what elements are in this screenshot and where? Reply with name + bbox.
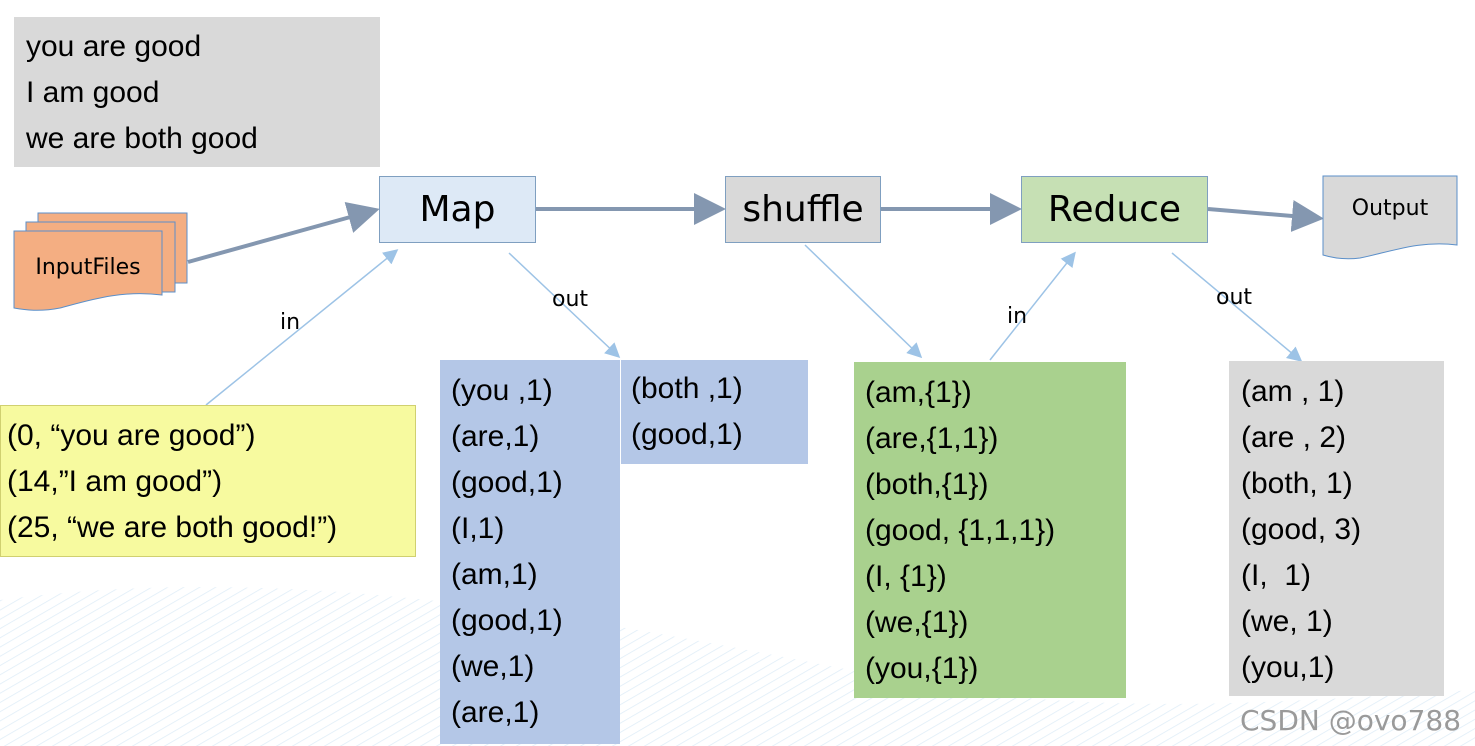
map-output-line: (you ,1) <box>451 374 553 407</box>
map-output-line: (good,1) <box>451 604 563 637</box>
map-output-line: (I,1) <box>451 512 505 545</box>
map-input-line: (0, “you are good”) <box>7 419 256 452</box>
reduce-output-line: (are , 2) <box>1241 421 1347 454</box>
map-in-label: in <box>280 310 301 335</box>
reduce-out-label: out <box>1216 285 1253 310</box>
shuffle-output-line: (I, {1}) <box>865 560 947 593</box>
map-input-line: (25, “we are both good!”) <box>7 511 338 544</box>
map-output-line: (both ,1) <box>631 372 743 405</box>
input-line: you are good <box>26 30 202 63</box>
input-text-box: you are good I am good we are both good <box>14 17 380 167</box>
shuffle-output-line: (you,{1}) <box>865 652 979 685</box>
map-output-line: (are,1) <box>451 696 540 729</box>
shuffle-node: shuffle <box>725 176 881 243</box>
input-line: we are both good <box>26 122 258 155</box>
map-input-line: (14,”I am good”) <box>7 465 223 498</box>
reduce-output-line: (am , 1) <box>1241 375 1345 408</box>
map-node: Map <box>379 176 536 243</box>
reduce-output-box: (am , 1) (are , 2) (both, 1) (good, 3) (I, 1… <box>1229 361 1444 696</box>
map-output-line: (good,1) <box>631 418 743 451</box>
map-output-line: (we,1) <box>451 650 535 683</box>
arrow-reduce-in <box>989 251 1076 361</box>
shuffle-output-box: (am,{1}) (are,{1,1}) (both,{1}) (good, {1,1… <box>854 362 1126 698</box>
map-output-line: (are,1) <box>451 420 540 453</box>
shuffle-output-line: (am,{1}) <box>865 376 972 409</box>
input-files-icon <box>13 212 188 311</box>
arrow-inputfiles-map <box>187 201 380 264</box>
input-line: I am good <box>26 76 160 109</box>
map-output-column-2: (both ,1) (good,1) <box>620 360 808 464</box>
reduce-output-line: (we, 1) <box>1241 605 1333 638</box>
input-files-label: InputFiles <box>35 255 141 280</box>
map-output-column-1: (you ,1) (are,1) (good,1) (I,1) (am,1) (good,… <box>440 360 620 744</box>
reduce-output-line: (I, 1) <box>1241 559 1312 592</box>
map-output-line: (am,1) <box>451 558 538 591</box>
reduce-node: Reduce <box>1021 176 1208 243</box>
arrow-shuffle-out <box>804 244 923 359</box>
background-wave <box>0 587 1475 746</box>
map-input-box: (0, “you are good”) (14,”I am good”) (25, … <box>0 405 416 557</box>
watermark: CSDN @ovo788 <box>1240 704 1462 737</box>
reduce-output-line: (good, 3) <box>1241 513 1362 546</box>
shuffle-output-line: (we,{1}) <box>865 606 969 639</box>
arrow-reduce-output <box>1207 200 1324 232</box>
arrow-map-out <box>508 252 621 359</box>
map-out-label: out <box>552 287 589 312</box>
map-output-line: (good,1) <box>451 466 563 499</box>
shuffle-output-line: (both,{1}) <box>865 468 989 501</box>
reduce-output-line: (you,1) <box>1241 651 1335 684</box>
arrow-map-in <box>205 249 399 406</box>
shuffle-output-line: (are,{1,1}) <box>865 422 999 455</box>
shuffle-output-line: (good, {1,1,1}) <box>865 514 1056 547</box>
arrow-reduce-out <box>1171 252 1303 362</box>
reduce-output-line: (both, 1) <box>1241 467 1353 500</box>
reduce-in-label: in <box>1007 304 1028 329</box>
output-document-icon <box>1322 175 1458 260</box>
output-label: Output <box>1351 196 1429 221</box>
